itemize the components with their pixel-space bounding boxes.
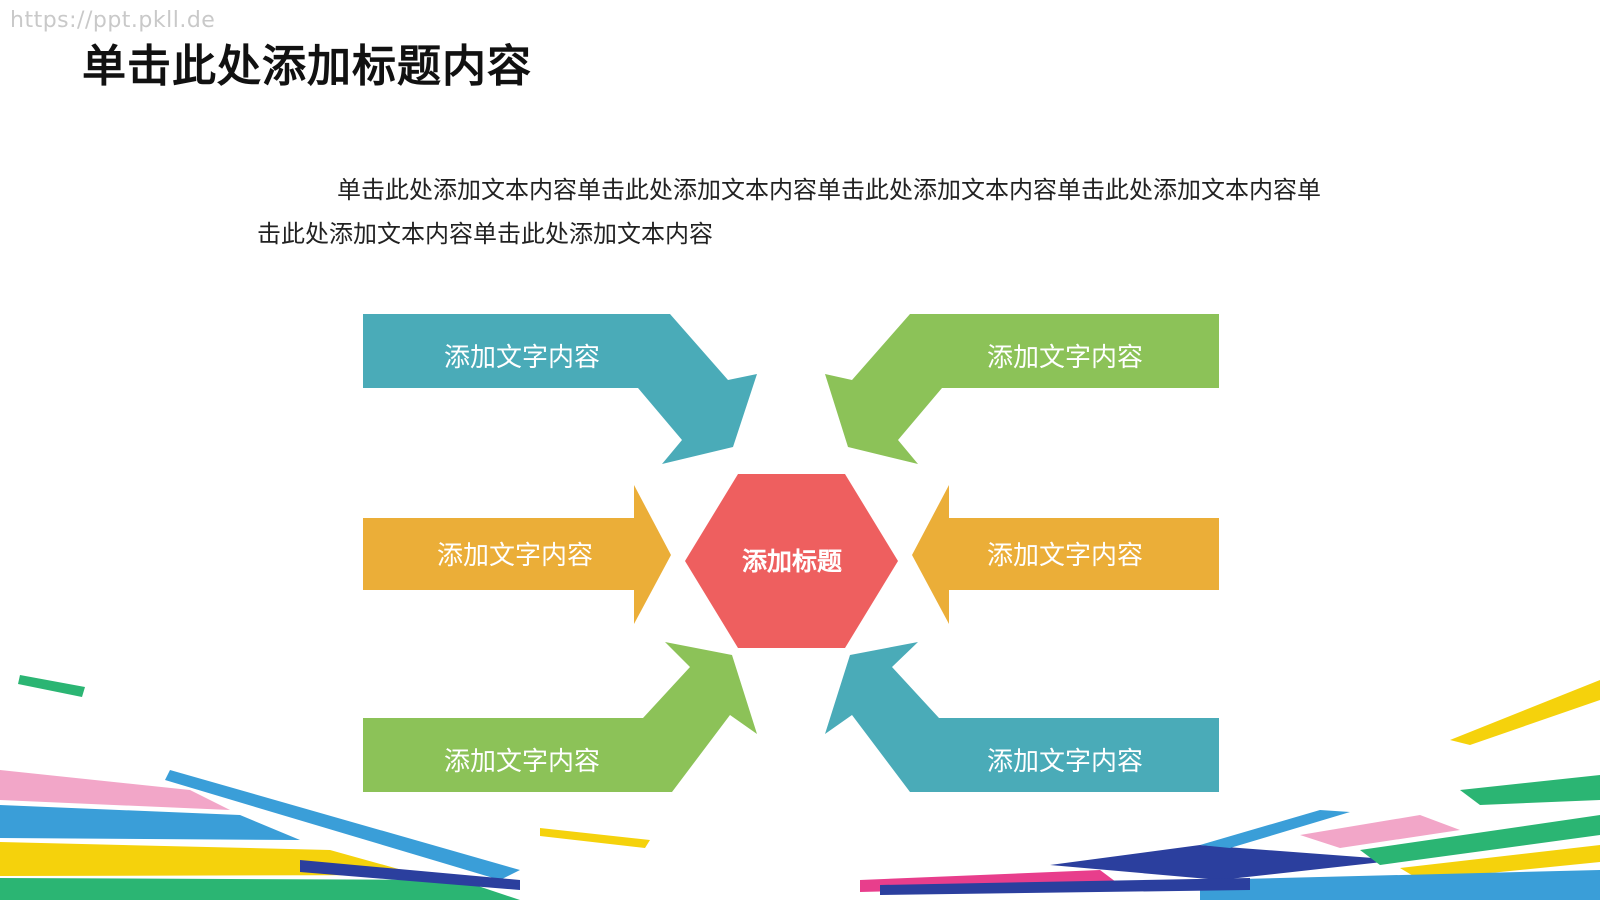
ribbon-shape <box>1300 815 1460 848</box>
arrow-top-left-shape <box>363 314 757 464</box>
ribbon-shape <box>0 878 520 900</box>
slide-title[interactable]: 单击此处添加标题内容 <box>82 41 532 92</box>
arrow-bottom-right[interactable]: 添加文字内容 <box>825 642 1219 792</box>
arrow-middle-left-shape <box>363 485 671 624</box>
arrow-top-right-shape <box>825 314 1219 464</box>
arrow-top-left-label: 添加文字内容 <box>444 343 600 373</box>
ribbon-shape <box>1200 810 1350 848</box>
arrow-middle-right-label: 添加文字内容 <box>987 541 1143 571</box>
arrow-middle-right-shape <box>912 485 1219 624</box>
ribbon-shape <box>1460 775 1600 805</box>
arrow-bottom-right-shape <box>825 642 1219 792</box>
ribbon-shape <box>1050 845 1400 880</box>
arrow-middle-left[interactable]: 添加文字内容 <box>363 485 671 624</box>
ribbon-shape <box>1450 680 1600 745</box>
arrow-top-right[interactable]: 添加文字内容 <box>825 314 1219 464</box>
ribbon-shape <box>300 860 520 890</box>
arrow-bottom-left-shape <box>363 642 757 792</box>
arrow-bottom-left-label: 添加文字内容 <box>444 747 600 777</box>
ribbon-shape <box>0 805 300 840</box>
body-text[interactable]: 单击此处添加文本内容单击此处添加文本内容单击此处添加文本内容单击此处添加文本内容… <box>257 176 1321 248</box>
arrow-bottom-left[interactable]: 添加文字内容 <box>363 642 757 792</box>
ribbon-shape <box>1360 815 1600 865</box>
ribbon-shape <box>880 878 1250 895</box>
watermark-url: https://ppt.pkll.de <box>10 8 216 33</box>
decorative-ribbons <box>0 675 1600 900</box>
ribbon-shape <box>540 828 650 848</box>
arrow-top-left[interactable]: 添加文字内容 <box>363 314 757 464</box>
ribbon-shape <box>1200 870 1600 900</box>
arrow-bottom-right-label: 添加文字内容 <box>987 747 1143 777</box>
ribbon-shape <box>1400 845 1600 880</box>
arrow-top-right-label: 添加文字内容 <box>987 343 1143 373</box>
center-hexagon[interactable]: 添加标题 <box>685 474 898 648</box>
ribbon-shape <box>0 770 230 810</box>
arrow-middle-left-label: 添加文字内容 <box>437 541 593 571</box>
arrow-middle-right[interactable]: 添加文字内容 <box>912 485 1219 624</box>
ribbon-shape <box>165 770 520 880</box>
center-hexagon-shape <box>685 474 898 648</box>
ribbon-shape <box>18 675 85 697</box>
center-hexagon-label: 添加标题 <box>742 547 842 576</box>
